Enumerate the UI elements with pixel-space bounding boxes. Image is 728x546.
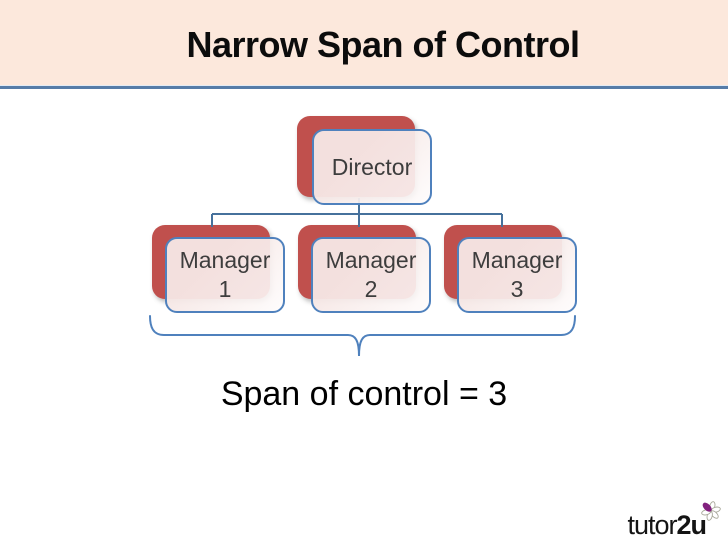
manager-1-label-line2: 1 [218,276,232,302]
manager-2-label-line1: Manager [325,247,417,273]
manager-3-label-line1: Manager [471,247,563,273]
brace-shape [149,315,576,357]
flower-icon [701,501,721,521]
span-of-control-caption: Span of control = 3 [220,375,508,413]
manager-3-label: Manager 3 [472,246,563,304]
logo-text-regular: tutor [627,510,677,540]
manager-1-label: Manager 1 [180,246,271,304]
director-label: Director [331,153,413,180]
logo-text: tutor2u [614,510,707,541]
manager-2-node: Manager 2 [311,237,431,313]
manager-1-node: Manager 1 [165,237,285,313]
slide-title: Narrow Span of Control [186,24,581,65]
director-node: Director [312,129,432,205]
manager-3-label-line2: 3 [510,276,524,302]
manager-2-label: Manager 2 [326,246,417,304]
header-band: Narrow Span of Control [0,0,728,86]
manager-1-label-line1: Manager [179,247,271,273]
manager-2-label-line2: 2 [364,276,378,302]
header-divider [0,86,728,89]
logo-text-bold: 2u [676,510,706,540]
tutor2u-logo: tutor2u [614,498,724,542]
manager-3-node: Manager 3 [457,237,577,313]
